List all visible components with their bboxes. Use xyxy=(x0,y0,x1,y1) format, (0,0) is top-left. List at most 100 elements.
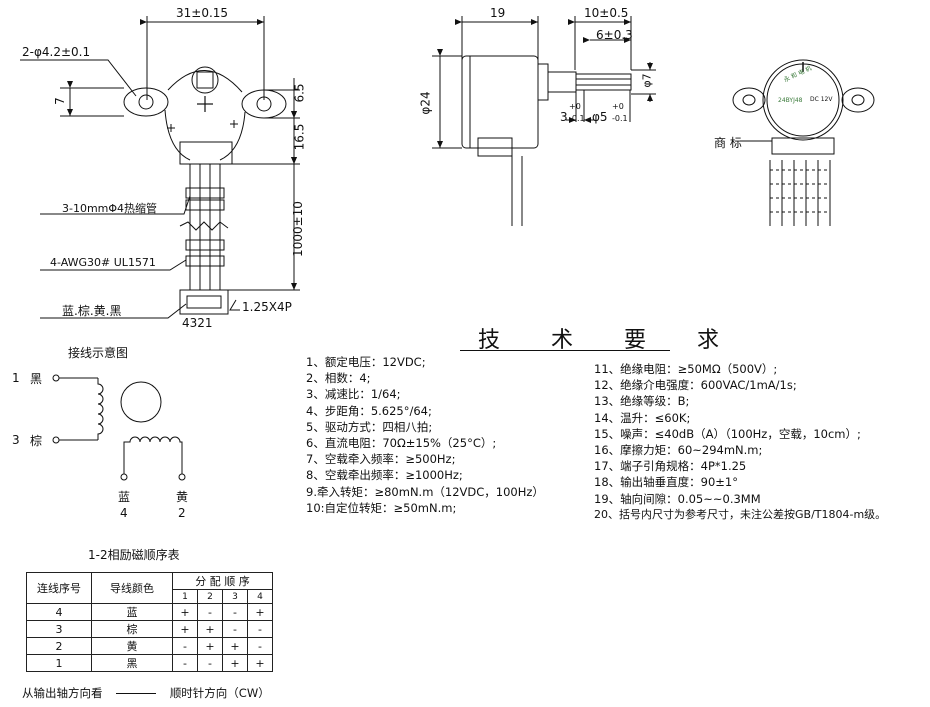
col-seq-header: 连线序号 xyxy=(26,572,92,604)
wire-spec-label: 4-AWG30# UL1571 xyxy=(50,256,156,269)
spec-item: 5、驱动方式：四相八拍; xyxy=(306,419,433,434)
step-header: 2 xyxy=(197,589,223,604)
wiring-diagram xyxy=(52,374,186,481)
dim-65-label: 6.5 xyxy=(292,83,307,103)
wiring-title: 接线示意图 xyxy=(68,346,129,360)
dim-1000-label: 1000±10 xyxy=(290,201,305,257)
tol-5-bottom: -0.1 xyxy=(612,114,628,123)
row-cell: - xyxy=(247,637,273,655)
front-view xyxy=(20,16,300,319)
tol-3-top: +0 xyxy=(569,102,581,111)
wire-1-color: 黑 xyxy=(30,372,43,386)
step-header: 1 xyxy=(172,589,198,604)
dim-19-label: 19 xyxy=(490,6,506,20)
specs-title: 技 术 要 求 xyxy=(478,328,741,353)
row-color: 黑 xyxy=(91,654,173,672)
wire-4-number: 4 xyxy=(120,506,128,520)
spec-item: 19、轴向间隙：0.05~~0.3MM xyxy=(594,491,761,506)
tol-5-top: +0 xyxy=(612,102,624,111)
dim-width-label: 31±0.15 xyxy=(176,6,229,20)
row-cell: + xyxy=(247,603,273,621)
row-seq: 4 xyxy=(26,603,92,621)
spec-item: 18、输出轴垂直度：90±1° xyxy=(594,475,738,490)
row-color: 棕 xyxy=(91,620,173,638)
row-seq: 3 xyxy=(26,620,92,638)
table-row: 4 蓝 + - - + xyxy=(26,603,273,621)
spec-item: 16、摩擦力矩：60~294mN.m; xyxy=(594,442,763,457)
hole-label: 2-φ4.2±0.1 xyxy=(22,45,91,59)
step-header: 4 xyxy=(247,589,273,604)
col-color-header: 导线颜色 xyxy=(91,572,173,604)
row-cell: + xyxy=(172,620,198,638)
tol-3-bottom: -0.1 xyxy=(569,114,585,123)
pin-order-label: 4321 xyxy=(182,316,213,330)
row-color: 蓝 xyxy=(91,603,173,621)
spec-item: 15、噪声：≤40dB（A）（100Hz，空载，10cm）; xyxy=(594,426,861,441)
spec-item: 9.牵入转矩：≥80mN.m（12VDC，100Hz） xyxy=(306,484,544,499)
dc-rating-label: DC 12V xyxy=(810,96,833,103)
spec-item: 11、绝缘电阻：≥50MΩ（500V）; xyxy=(594,362,778,376)
specs-left-list: 1、额定电压：12VDC; 2、相数：4; 3、减速比：1/64; 4、步距角：… xyxy=(306,354,544,516)
sequence-table-title: 1-2相励磁顺序表 xyxy=(88,548,180,562)
spec-item: 6、直流电阻：70Ω±15%（25°C）; xyxy=(306,435,497,450)
dim-7-label: 7 xyxy=(52,97,67,105)
dim-165-label: 16.5 xyxy=(292,123,307,151)
spec-item: 7、空载牵入频率：≥500Hz; xyxy=(306,452,456,467)
dim-3-label: 3 xyxy=(560,110,568,124)
wire-2-color: 黄 xyxy=(176,490,189,504)
connector-label: 1.25X4P xyxy=(242,300,292,314)
spec-item: 4、步距角：5.625°/64; xyxy=(306,403,432,418)
spec-item: 17、端子引角规格：4P*1.25 xyxy=(594,459,747,474)
side-view xyxy=(432,16,656,226)
spec-item: 12、绝缘介电强度：600VAC/1mA/1s; xyxy=(594,378,797,393)
row-cell: + xyxy=(222,637,248,655)
dim-d7-label: φ7 xyxy=(640,73,654,88)
trademark-label: 商 标 xyxy=(714,136,742,150)
wire-3-color: 棕 xyxy=(30,434,43,448)
dim-10-label: 10±0.5 xyxy=(584,6,629,20)
spec-item: 20、括号内尺寸为参考尺寸，未注公差按GB/T1804-m级。 xyxy=(594,507,887,521)
row-cell: - xyxy=(172,654,198,672)
row-cell: - xyxy=(222,620,248,638)
direction-note-left: 从输出轴方向看 xyxy=(22,686,103,700)
row-cell: + xyxy=(197,637,223,655)
spec-item: 2、相数：4; xyxy=(306,371,371,386)
row-seq: 1 xyxy=(26,654,92,672)
wire-4-color: 蓝 xyxy=(118,490,131,504)
wire-color-label: 蓝.棕.黄.黑 xyxy=(62,304,122,318)
perspective-view xyxy=(732,59,875,226)
direction-note-right: 顺时针方向（CW） xyxy=(169,686,270,700)
step-header: 3 xyxy=(222,589,248,604)
row-cell: - xyxy=(197,603,223,621)
row-cell: - xyxy=(172,637,198,655)
svg-text:永 和 电 机: 永 和 电 机 xyxy=(782,64,812,84)
spec-item: 1、额定电压：12VDC; xyxy=(306,355,426,369)
wire-3-number: 3 xyxy=(12,433,20,447)
sequence-table: 连线序号 导线颜色 分 配 顺 序 1 2 3 4 4 蓝 + - - + 3 … xyxy=(26,572,273,672)
spec-item: 13、绝缘等级：B; xyxy=(594,394,690,409)
spec-item: 3、减速比：1/64; xyxy=(306,387,401,402)
spec-item: 8、空载牵出频率：≥1000Hz; xyxy=(306,468,463,483)
table-row: 2 黄 - + + - xyxy=(26,637,273,655)
spec-item: 14、温升：≤60K; xyxy=(594,410,691,425)
table-row: 3 棕 + + - - xyxy=(26,620,273,638)
row-cell: + xyxy=(222,654,248,672)
row-cell: - xyxy=(197,654,223,672)
dim-5-label: φ5 xyxy=(592,110,608,124)
specs-title-underline xyxy=(460,350,670,351)
svg-text:24BYJ48: 24BYJ48 xyxy=(778,97,803,104)
row-color: 黄 xyxy=(91,637,173,655)
row-cell: + xyxy=(172,603,198,621)
dim-d24-label: φ24 xyxy=(418,91,433,115)
row-seq: 2 xyxy=(26,637,92,655)
row-cell: + xyxy=(247,654,273,672)
row-cell: + xyxy=(197,620,223,638)
direction-note: 从输出轴方向看 顺时针方向（CW） xyxy=(22,685,270,701)
row-cell: - xyxy=(222,603,248,621)
col-dist-header: 分 配 顺 序 xyxy=(172,572,273,590)
wire-1-number: 1 xyxy=(12,371,20,385)
dim-6-label: 6±0.3 xyxy=(596,28,633,42)
row-cell: - xyxy=(247,620,273,638)
table-row: 1 黑 - - + + xyxy=(26,654,273,672)
